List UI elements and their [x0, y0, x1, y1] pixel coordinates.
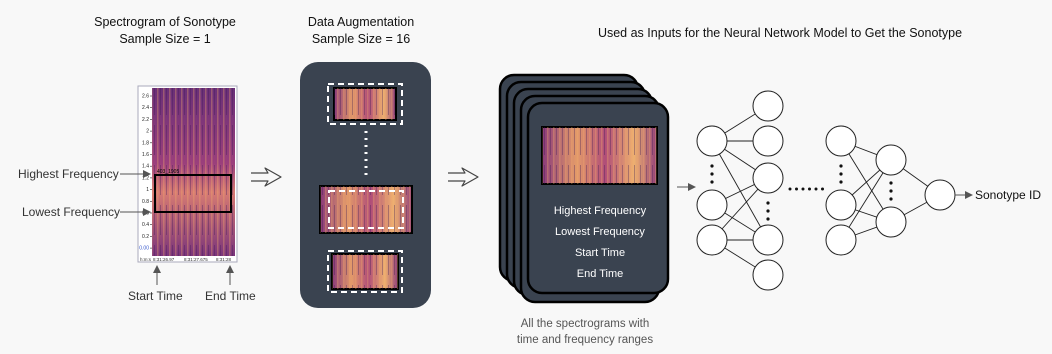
ellipsis-dot: [889, 181, 893, 185]
network-edge: [840, 159, 892, 241]
augmented-window-3: [327, 250, 403, 293]
ellipsis-dot: [839, 172, 843, 176]
ellipsis-dot: [766, 201, 770, 205]
spectrogram-title-line2: Sample Size = 1: [119, 32, 211, 46]
spectrogram-title-line1: Spectrogram of Sonotype: [94, 15, 236, 29]
ellipsis-dot: [788, 187, 792, 191]
stack-caption-line1: All the spectrograms with: [520, 318, 650, 330]
network-node: [825, 224, 857, 256]
lowest-frequency-label: Lowest Frequency: [22, 205, 121, 219]
stack-caption: All the spectrograms with time and frequ…: [500, 316, 670, 348]
network-node: [875, 144, 907, 176]
stack-card-line-1: Highest Frequency: [554, 205, 647, 217]
ellipsis-dot: [766, 217, 770, 221]
spectrogram-stack: Highest Frequency Lowest Frequency Start…: [498, 73, 670, 304]
stack-caption-line2: time and frequency ranges: [516, 334, 654, 346]
network-node: [752, 125, 784, 157]
network-node: [875, 206, 907, 238]
y-tick-label: 1: [146, 187, 149, 193]
augmentation-title: Data Augmentation Sample Size = 16: [291, 14, 431, 48]
network-node: [752, 162, 784, 194]
network-node: [924, 179, 956, 211]
network-node: [825, 125, 857, 157]
network-node: [825, 189, 857, 221]
flow-arrow-2: [448, 167, 479, 187]
sonotype-id-label: Sonotype ID: [975, 188, 1042, 202]
ellipsis-dot: [839, 180, 843, 184]
stack-card-line-2: Lowest Frequency: [555, 226, 645, 238]
ellipsis-dot: [801, 187, 805, 191]
flow-arrow-1: [251, 167, 282, 187]
y-tick-label: 2: [146, 129, 149, 135]
y-tick-label: 0.8: [142, 199, 149, 205]
augmentation-title-line2: Sample Size = 16: [311, 32, 411, 46]
y-tick-label: 1.6: [142, 152, 149, 158]
augmented-window-1: [327, 83, 403, 125]
ellipsis-dot: [839, 164, 843, 168]
y-tick-label: 2.2: [142, 117, 149, 123]
y-tick-label: 1.4: [142, 164, 149, 170]
network-node: [696, 189, 728, 221]
nn-title: Used as Inputs for the Neural Network Mo…: [597, 26, 963, 40]
box-label: 403_1905: [157, 169, 179, 175]
spectrogram-texture: [152, 88, 235, 256]
time-tick-2: 8:31:27.675: [184, 257, 208, 262]
neural-network: [696, 90, 956, 291]
ellipsis-dot: [814, 187, 818, 191]
network-node: [696, 224, 728, 256]
augmentation-title-line1: Data Augmentation: [307, 15, 415, 29]
spectrogram-title: Spectrogram of Sonotype Sample Size = 1: [90, 14, 240, 48]
spectrogram-panel: 2.62.42.221.81.61.41.210.80.60.40.20.00 …: [137, 85, 238, 263]
end-time-label: End Time: [205, 289, 256, 303]
stack-card-spectrogram-texture: [542, 127, 657, 184]
y-tick-label: 0.00: [139, 246, 149, 252]
y-tick-label: 1.2: [142, 175, 149, 181]
ellipsis-dot: [821, 187, 824, 191]
ellipsis-dot: [710, 164, 714, 168]
y-tick-label: 0.4: [142, 222, 149, 228]
ellipsis-dot: [710, 180, 714, 184]
stack-card-line-3: Start Time: [575, 247, 625, 259]
network-edge: [840, 140, 892, 223]
augmented-window-2: [328, 190, 404, 229]
ellipsis-dot: [889, 197, 893, 201]
time-tick-1: 8:31:26.97: [153, 257, 175, 262]
network-node: [752, 90, 784, 122]
y-tick-label: 0.6: [142, 211, 149, 217]
augmentation-panel: [300, 62, 431, 308]
ellipsis-dot: [766, 209, 770, 213]
ellipsis-dot: [808, 187, 811, 191]
highest-frequency-label: Highest Frequency: [18, 167, 119, 181]
y-tick-label: 1.8: [142, 140, 149, 146]
frequency-time-box: [154, 174, 232, 213]
time-prefix: h:m:s: [140, 257, 152, 262]
augmented-patch-1-texture: [334, 88, 396, 120]
network-node: [752, 224, 784, 256]
network-node: [752, 259, 784, 291]
network-node: [696, 125, 728, 157]
ellipsis-dot: [795, 187, 798, 191]
stack-card-line-4: End Time: [577, 268, 623, 280]
time-tick-3: 8:31:28: [216, 257, 232, 262]
ellipsis-dot: [710, 172, 714, 176]
ellipsis-dot: [889, 189, 893, 193]
augmented-patch-2-texture: [320, 186, 412, 233]
y-tick-label: 2.4: [142, 105, 149, 111]
augmented-patch-3-texture: [332, 254, 398, 289]
network-edge: [711, 140, 769, 241]
start-time-label: Start Time: [128, 289, 183, 303]
y-tick-label: 0.2: [142, 234, 149, 240]
y-tick-label: 2.6: [142, 94, 149, 100]
